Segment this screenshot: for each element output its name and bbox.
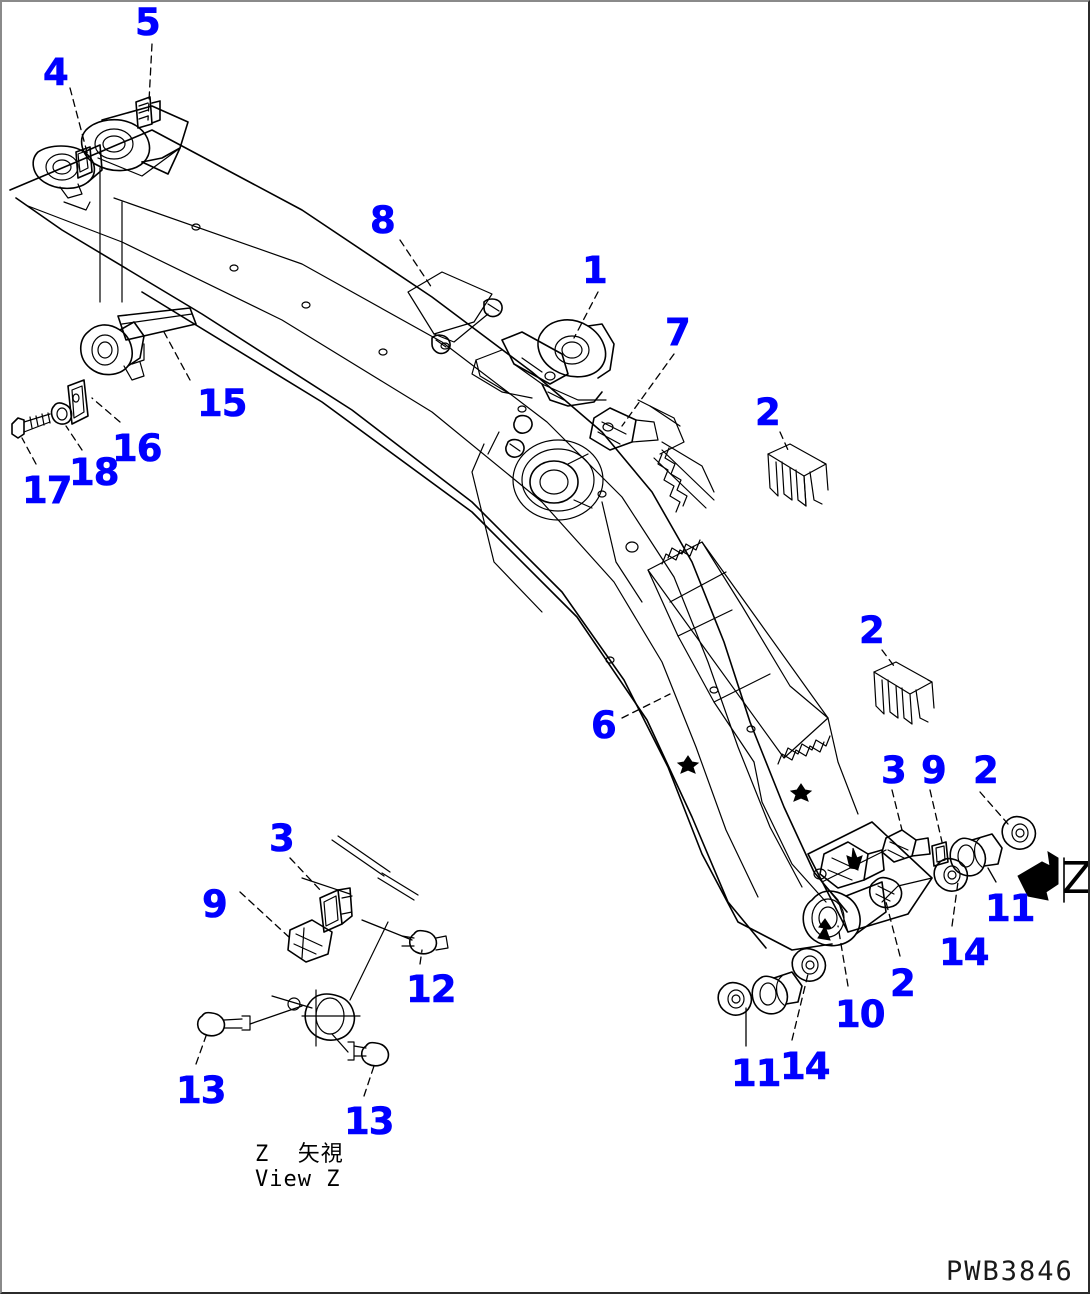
callout-17[interactable]: 17 bbox=[22, 469, 73, 512]
shim-pack-middle bbox=[873, 661, 935, 725]
callout-5[interactable]: 5 bbox=[135, 1, 161, 44]
callout-15[interactable]: 15 bbox=[197, 382, 248, 425]
section-letter-z: Z bbox=[1062, 853, 1090, 904]
cover-plate-8 bbox=[407, 271, 503, 355]
callout-7[interactable]: 7 bbox=[665, 311, 691, 354]
callout-2-tip[interactable]: 2 bbox=[973, 749, 999, 792]
callout-2-upper[interactable]: 2 bbox=[755, 391, 781, 434]
callout-11-right[interactable]: 11 bbox=[985, 887, 1036, 930]
shim-pack-upper bbox=[767, 443, 829, 507]
callout-4[interactable]: 4 bbox=[43, 51, 69, 94]
view-z-caption-jp: Z 矢視 bbox=[255, 1142, 344, 1167]
callout-13-right[interactable]: 13 bbox=[344, 1100, 395, 1143]
callout-9-main[interactable]: 9 bbox=[921, 749, 947, 792]
callout-13-left[interactable]: 13 bbox=[176, 1069, 227, 1112]
callout-10[interactable]: 10 bbox=[835, 993, 886, 1036]
callout-8[interactable]: 8 bbox=[370, 199, 396, 242]
callout-2-lower[interactable]: 2 bbox=[890, 962, 916, 1005]
callout-14-right[interactable]: 14 bbox=[939, 931, 990, 974]
boom-foot-assembly bbox=[32, 96, 189, 303]
boom-tip-assembly bbox=[802, 821, 949, 947]
callout-12[interactable]: 12 bbox=[406, 968, 457, 1011]
callout-18[interactable]: 18 bbox=[69, 451, 120, 494]
callout-6[interactable]: 6 bbox=[591, 704, 617, 747]
drawing-code: PWB3846 bbox=[946, 1256, 1074, 1287]
callout-14-left[interactable]: 14 bbox=[780, 1045, 831, 1088]
callout-16[interactable]: 16 bbox=[112, 427, 163, 470]
leader-lines bbox=[21, 43, 1009, 1097]
view-z-detail bbox=[196, 835, 449, 1067]
bushing-group-left bbox=[717, 947, 827, 1016]
callout-3-main[interactable]: 3 bbox=[881, 749, 907, 792]
bushing-group-right bbox=[933, 815, 1037, 892]
section-arrow-z bbox=[1017, 851, 1065, 903]
view-z-caption-en: View Z bbox=[255, 1167, 341, 1192]
pin-15-group bbox=[11, 307, 197, 439]
callout-3-viewz[interactable]: 3 bbox=[269, 817, 295, 860]
boom-middle-boss bbox=[471, 414, 643, 613]
boom-main-body bbox=[9, 129, 848, 951]
wear-plate-6 bbox=[647, 539, 859, 903]
callout-9-viewz[interactable]: 9 bbox=[202, 883, 228, 926]
callout-11-left[interactable]: 11 bbox=[731, 1052, 782, 1095]
callout-1[interactable]: 1 bbox=[582, 249, 608, 292]
callout-2-middle[interactable]: 2 bbox=[859, 609, 885, 652]
center-bracket-1 bbox=[471, 319, 715, 493]
boom-marks bbox=[676, 755, 813, 802]
serration-band-upper bbox=[653, 447, 715, 513]
